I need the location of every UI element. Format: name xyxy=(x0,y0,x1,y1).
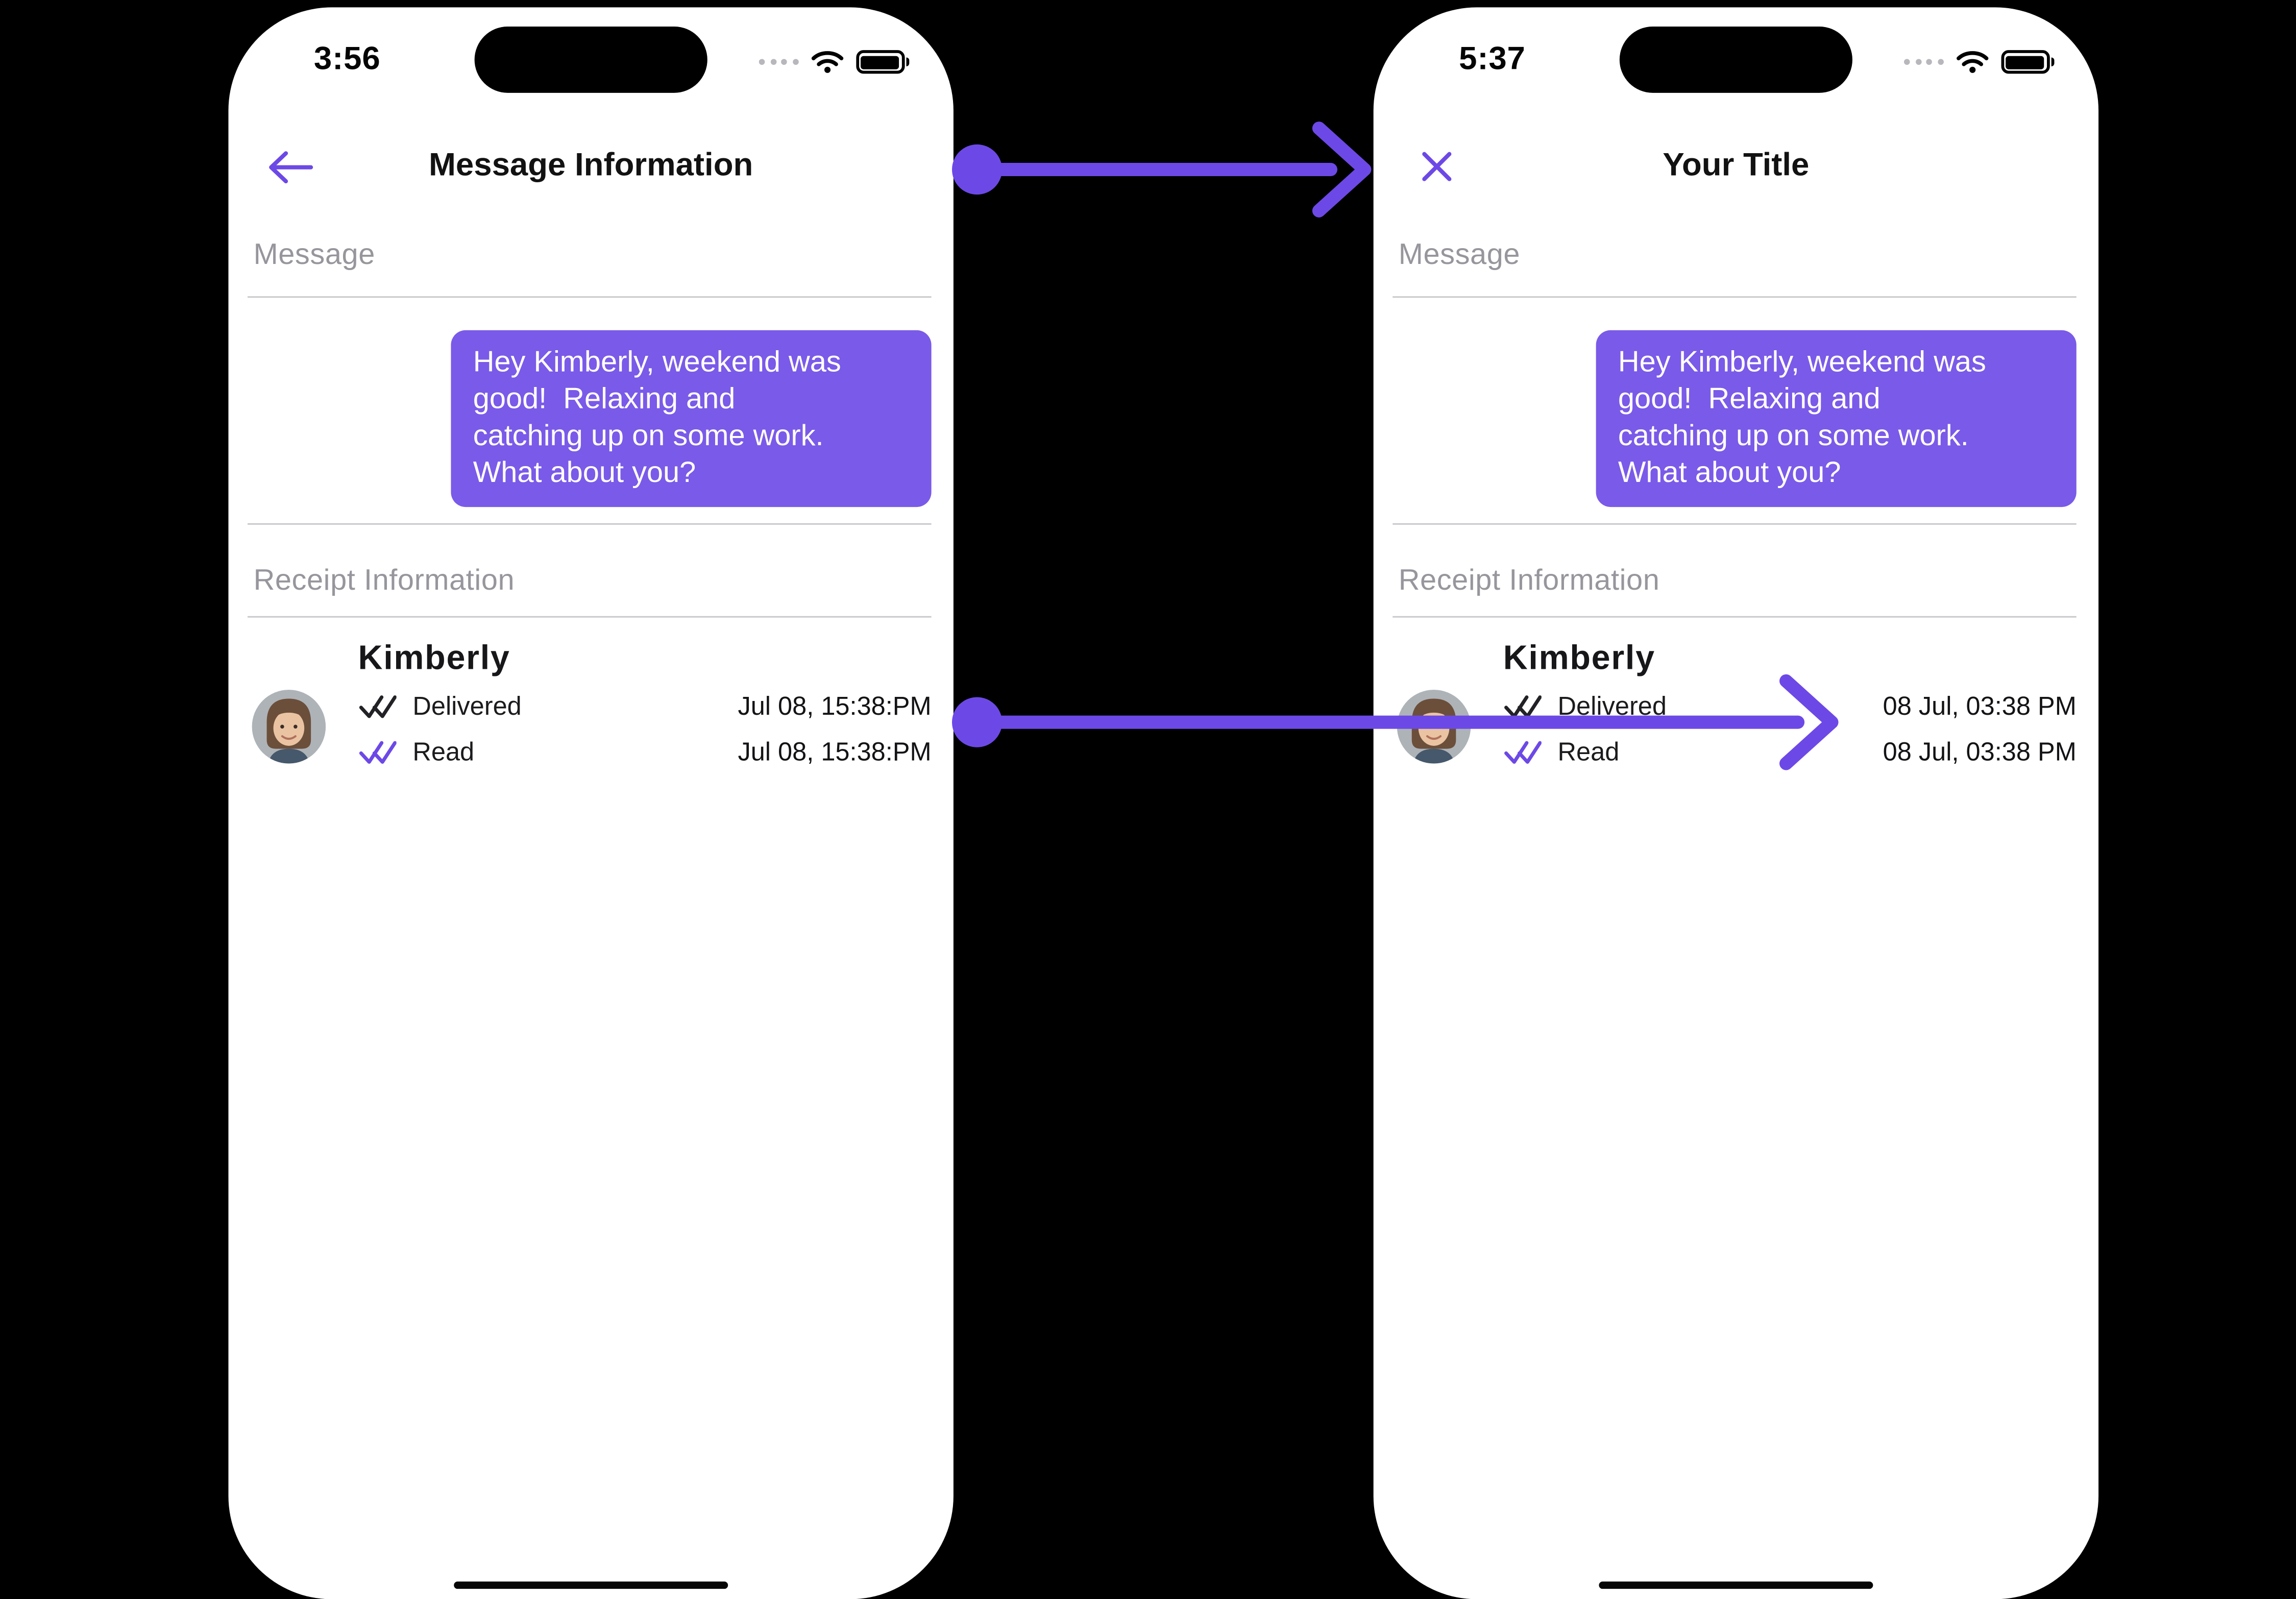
phone-after: 5:37 Your Title Message Hey Kimberly, we… xyxy=(1373,7,2099,1599)
receipt-row-read: Read 08 Jul, 03:38 PM xyxy=(1503,737,2077,768)
avatar xyxy=(1397,690,1471,764)
contact-name: Kimberly xyxy=(358,638,510,677)
page-title: Your Title xyxy=(1663,146,1810,183)
double-check-icon xyxy=(359,695,397,718)
section-label-receipt: Receipt Information xyxy=(253,564,515,597)
section-label-receipt: Receipt Information xyxy=(1398,564,1660,597)
status-icons xyxy=(1904,49,2055,75)
wifi-icon xyxy=(811,51,843,73)
receipt-row-delivered: Delivered 08 Jul, 03:38 PM xyxy=(1503,691,2077,722)
section-label-message: Message xyxy=(1398,238,1521,272)
home-indicator[interactable] xyxy=(1599,1581,1873,1589)
status-time: 3:56 xyxy=(313,39,381,77)
read-time: Jul 08, 15:38:PM xyxy=(738,737,932,767)
arrow-left-icon xyxy=(269,150,313,183)
read-label: Read xyxy=(412,737,475,767)
divider xyxy=(248,616,932,618)
signal-dots-icon xyxy=(1904,59,1943,65)
battery-icon xyxy=(855,50,910,74)
section-label-message: Message xyxy=(253,238,375,272)
status-icons xyxy=(759,49,910,75)
read-time: 08 Jul, 03:38 PM xyxy=(1883,737,2077,767)
dynamic-island xyxy=(1619,26,1852,93)
double-check-icon xyxy=(1504,695,1542,718)
delivered-label: Delivered xyxy=(412,691,522,721)
delivered-time: 08 Jul, 03:38 PM xyxy=(1883,691,2077,721)
delivered-time: Jul 08, 15:38:PM xyxy=(738,691,932,721)
status-time: 5:37 xyxy=(1459,39,1526,77)
avatar xyxy=(252,690,326,764)
divider xyxy=(248,296,932,298)
message-bubble: Hey Kimberly, weekend was good! Relaxing… xyxy=(451,330,932,507)
wifi-icon xyxy=(1956,51,1988,73)
receipt-row-read: Read Jul 08, 15:38:PM xyxy=(358,737,932,768)
double-check-icon xyxy=(359,741,397,764)
message-bubble: Hey Kimberly, weekend was good! Relaxing… xyxy=(1596,330,2077,507)
home-indicator[interactable] xyxy=(454,1581,728,1589)
delivered-label: Delivered xyxy=(1557,691,1667,721)
divider xyxy=(1393,523,2077,525)
page-title: Message Information xyxy=(429,146,753,183)
phone-before: 3:56 Message Information Message Hey Kim… xyxy=(228,7,954,1599)
contact-name: Kimberly xyxy=(1503,638,1655,677)
close-button[interactable] xyxy=(1409,143,1465,190)
back-button[interactable] xyxy=(264,143,320,190)
divider xyxy=(1393,616,2077,618)
close-icon xyxy=(1422,152,1452,181)
divider xyxy=(1393,296,2077,298)
dynamic-island xyxy=(474,26,707,93)
divider xyxy=(248,523,932,525)
receipt-row-delivered: Delivered Jul 08, 15:38:PM xyxy=(358,691,932,722)
title-mapping-arrow xyxy=(952,122,1372,217)
read-label: Read xyxy=(1557,737,1620,767)
double-check-icon xyxy=(1504,741,1542,764)
battery-icon xyxy=(2000,50,2055,74)
signal-dots-icon xyxy=(759,59,798,65)
